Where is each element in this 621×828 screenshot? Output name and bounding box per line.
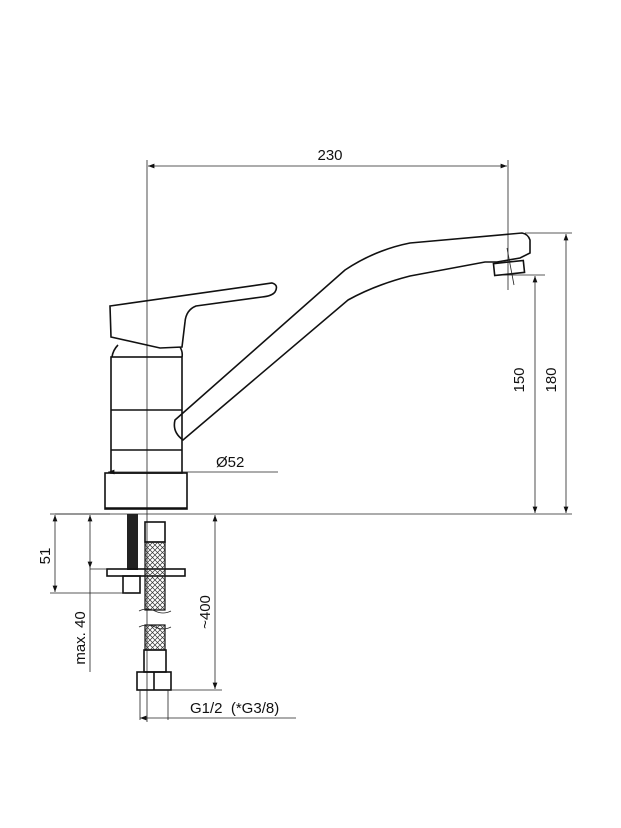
outlet-height-label: 150 (511, 367, 528, 392)
hose-upper (144, 541, 166, 611)
aerator (492, 259, 526, 277)
max-thickness-label: max. 40 (72, 611, 89, 664)
mounting-nut (122, 575, 141, 594)
thread-label: G1/2 (*G3/8) (190, 700, 279, 717)
lever-handle (109, 282, 278, 349)
threaded-rod (127, 514, 138, 570)
diameter-label: Ø52 (216, 454, 244, 471)
faucet-base (104, 472, 188, 510)
spout (173, 232, 531, 442)
total-height-label: 180 (543, 367, 560, 392)
depth-label: 51 (37, 548, 54, 565)
faucet-body (110, 356, 183, 474)
hose-length-label: ~400 (197, 595, 214, 629)
width-label: 230 (317, 147, 342, 164)
